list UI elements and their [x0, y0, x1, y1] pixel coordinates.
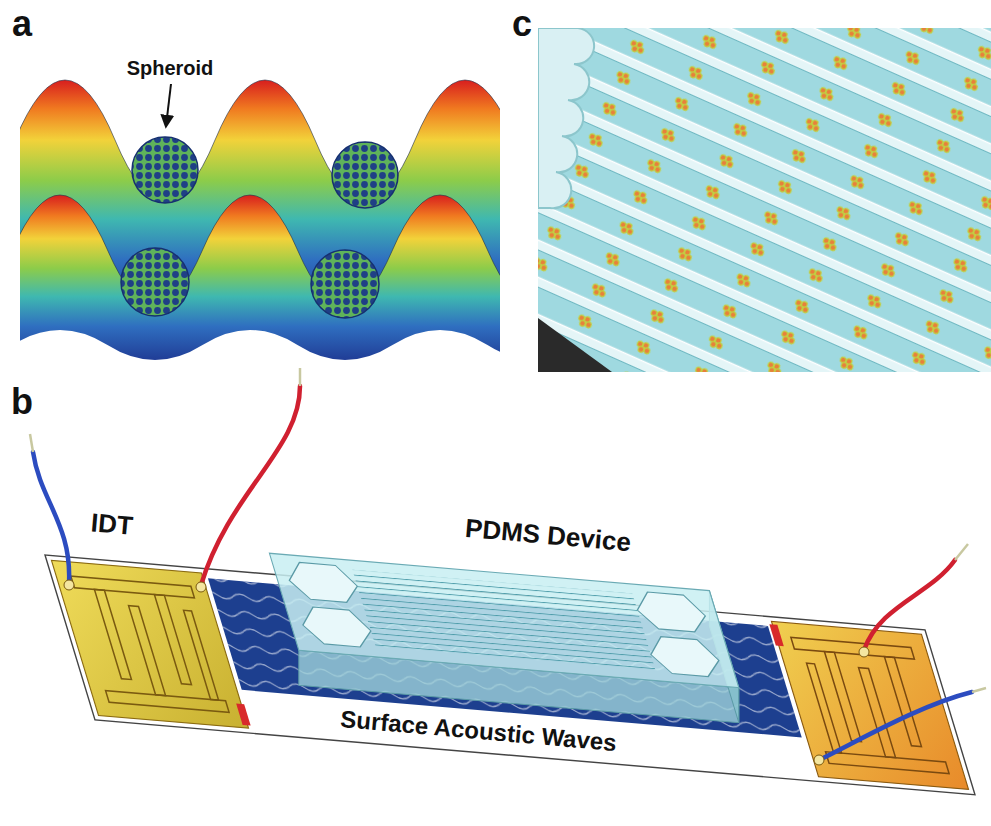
pdms-chambers: [283, 561, 724, 678]
electrode-mark: [769, 624, 783, 646]
callout-label: Spheroid: [127, 57, 214, 79]
contact-pad: [64, 580, 74, 590]
contact-pad: [196, 582, 206, 592]
wire: [201, 386, 300, 585]
leader-arrow: [166, 84, 171, 126]
spheroid: [132, 137, 198, 203]
cell-clusters: [538, 28, 991, 372]
panel-letter: a: [12, 4, 32, 44]
spheroid: [121, 248, 189, 316]
idt-fingers: [71, 576, 229, 712]
part-label: PDMS Device: [464, 514, 632, 557]
chip-edge: [538, 318, 612, 372]
wire: [864, 560, 955, 650]
inlet-chamber: [538, 28, 594, 208]
wire-tip: [955, 544, 968, 560]
spheroid: [311, 250, 379, 318]
wave-edge: [20, 80, 500, 200]
part-label: Surface Acoustic Waves: [339, 706, 617, 756]
wire-tip: [30, 434, 33, 452]
front-wave: [20, 195, 500, 360]
pdms-channels: [352, 570, 656, 671]
pdms-top-face: [269, 553, 738, 687]
contour-line: [20, 237, 500, 347]
wire: [819, 692, 972, 760]
contact-pad: [814, 755, 824, 765]
panel-letter: b: [11, 382, 33, 422]
contour-line: [20, 209, 500, 319]
saw-device: [30, 368, 986, 795]
idt-pad: [51, 560, 248, 728]
microchannels: [538, 28, 991, 372]
wave-edge: [20, 195, 500, 305]
panel-letter: c: [512, 4, 532, 44]
channel-closeup: [538, 28, 991, 372]
wire: [33, 452, 69, 583]
substrate: [45, 555, 975, 795]
electrode-mark: [236, 704, 250, 726]
part-label: IDT: [90, 508, 134, 540]
idt-fingers: [791, 637, 949, 773]
wire-tip: [972, 688, 986, 692]
spheroid: [332, 142, 398, 208]
contact-pad: [859, 647, 869, 657]
potential-surface: [20, 80, 500, 360]
wire-tip: [299, 368, 302, 386]
contour-line: [20, 223, 500, 333]
idt-pad: [771, 621, 968, 789]
